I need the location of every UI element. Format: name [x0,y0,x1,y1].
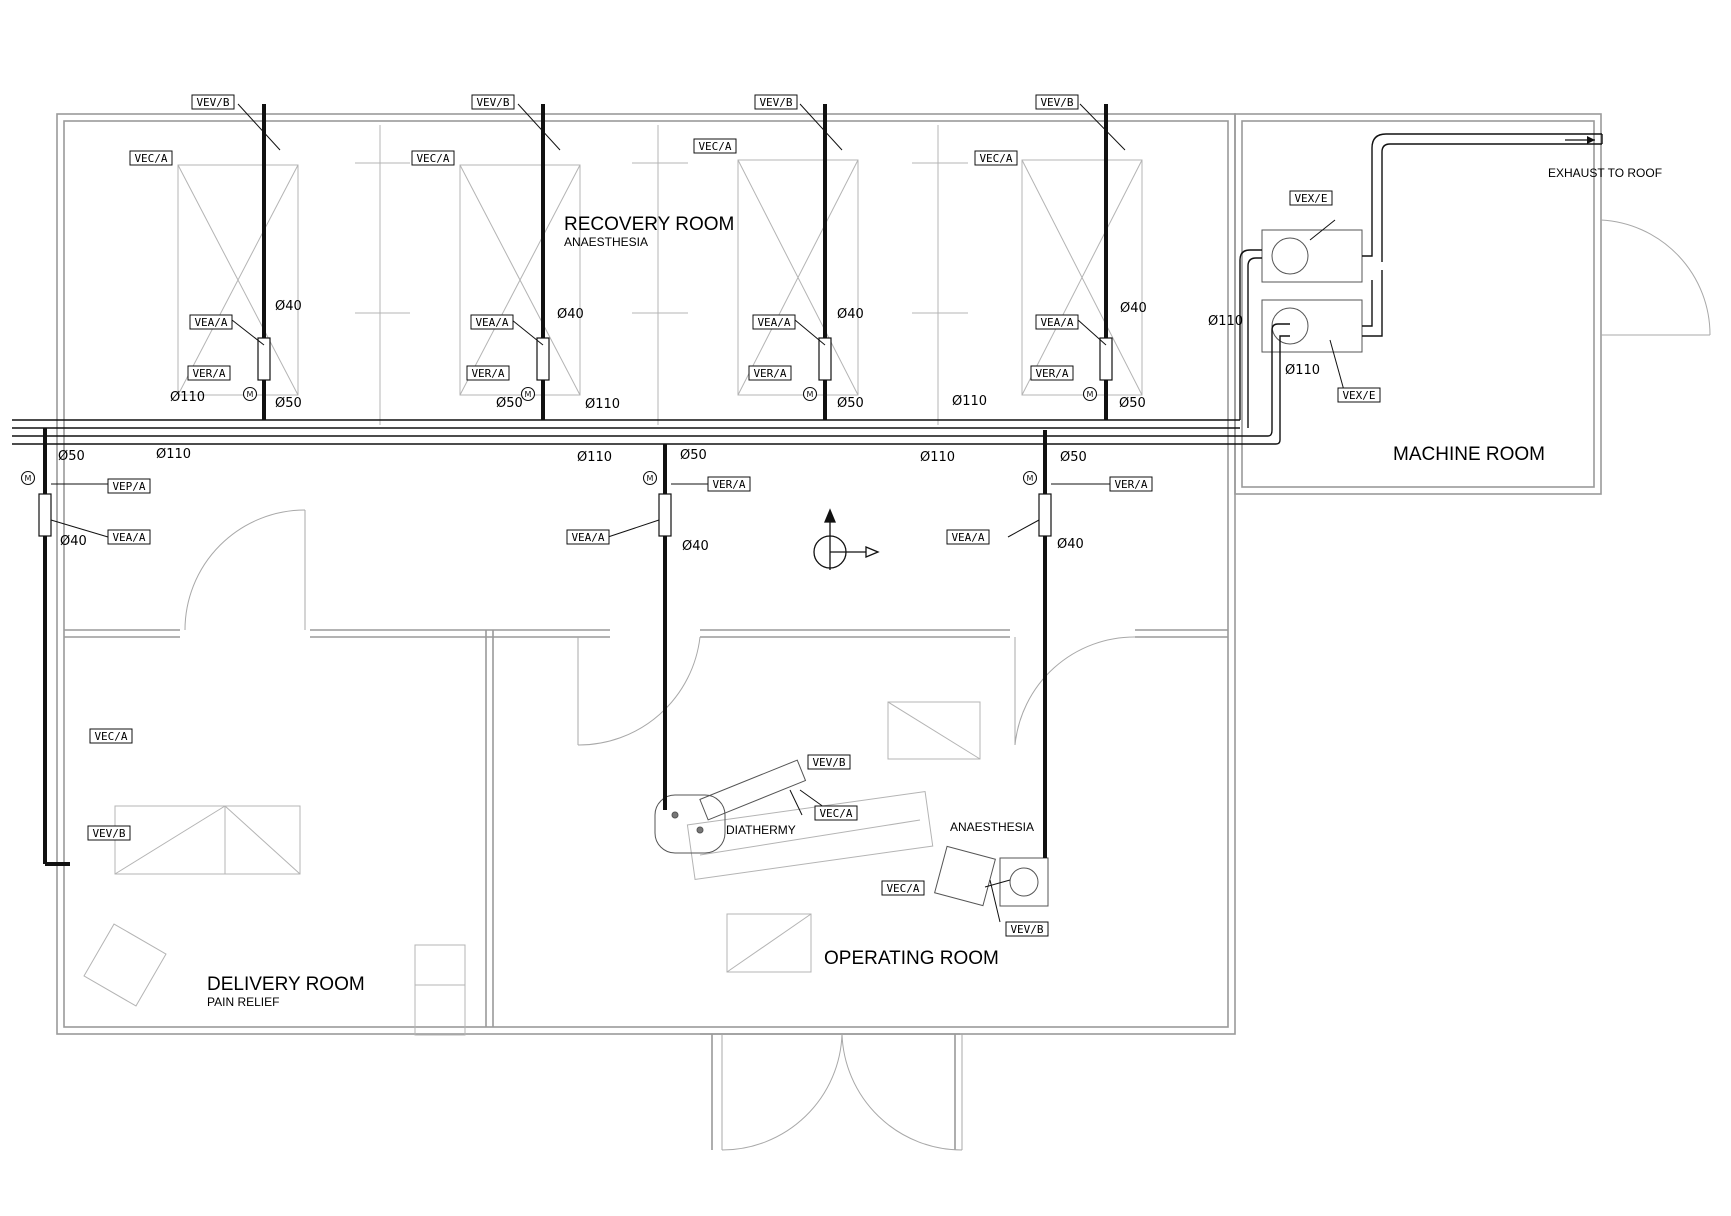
tag-vep-a: VEP/A [112,480,145,493]
tag-vev-b: VEV/B [812,756,845,769]
tag-vec-a: VEC/A [979,152,1012,165]
tag-vec-a: VEC/A [819,807,852,820]
dim-d50: Ø50 [837,396,864,411]
tag-vea-a: VEA/A [571,531,604,544]
dim-d40: Ø40 [1120,301,1147,316]
tag-vev-b: VEV/B [92,827,125,840]
tag-ver-a: VER/A [753,367,786,380]
valves [38,337,1113,537]
dim-d50: Ø50 [1060,450,1087,465]
ductwork [12,133,1603,445]
tag-vea-a: VEA/A [194,316,227,329]
motor-label: M [1087,390,1094,399]
furniture [83,125,1143,1036]
dim-d50: Ø50 [680,448,707,463]
tag-ver-a: VER/A [471,367,504,380]
walls [56,113,1602,1150]
dim-d40: Ø40 [837,307,864,322]
delivery-room-label: DELIVERY ROOM [207,974,365,995]
tag-vev-b: VEV/B [759,96,792,109]
dim-d110: Ø110 [577,450,612,465]
tag-vea-a: VEA/A [112,531,145,544]
tag-vec-a: VEC/A [886,882,919,895]
recovery-room-sublabel: ANAESTHESIA [564,235,648,249]
motor-symbol-labels: M M M M M M M [25,390,1094,483]
equipment-tags [87,94,1381,937]
dim-d110: Ø110 [170,390,205,405]
anaesthesia-label: ANAESTHESIA [950,820,1034,834]
tag-vev-b: VEV/B [476,96,509,109]
tag-vec-a: VEC/A [698,140,731,153]
dim-d50: Ø50 [275,396,302,411]
dim-d50: Ø50 [58,449,85,464]
doors [184,219,1711,1151]
room-labels: RECOVERY ROOM ANAESTHESIA MACHINE ROOM D… [207,166,1662,1009]
equipment-tag-labels: VEV/B VEV/B VEV/B VEV/B VEV/B VEV/B VEV/… [92,96,1375,936]
tag-vec-a: VEC/A [94,730,127,743]
equipment [654,229,1363,907]
motor-symbols [20,386,1098,486]
motor-label: M [647,474,654,483]
dim-d40: Ø40 [275,299,302,314]
tag-vex-e: VEX/E [1294,192,1327,205]
dim-d110: Ø110 [952,394,987,409]
machine-room-label: MACHINE ROOM [1393,444,1545,465]
exhaust-note: EXHAUST TO ROOF [1548,166,1662,180]
tag-vea-a: VEA/A [1040,316,1073,329]
motor-label: M [25,474,32,483]
dim-d40: Ø40 [557,307,584,322]
recovery-room-label: RECOVERY ROOM [564,214,734,235]
dim-d50: Ø50 [1119,396,1146,411]
tag-vea-a: VEA/A [475,316,508,329]
north-arrow [813,508,880,570]
tag-vea-a: VEA/A [951,531,984,544]
tag-vea-a: VEA/A [757,316,790,329]
dim-d40: Ø40 [1057,537,1084,552]
delivery-room-sublabel: PAIN RELIEF [207,995,279,1009]
diathermy-label: DIATHERMY [726,823,796,837]
operating-room-label: OPERATING ROOM [824,948,999,969]
tag-vev-b: VEV/B [1040,96,1073,109]
leader-lines [50,103,1346,923]
tag-vev-b: VEV/B [196,96,229,109]
dimension-labels: Ø40 Ø40 Ø40 Ø40 Ø40 Ø40 Ø40 Ø50 Ø50 Ø50 … [58,299,1320,554]
dim-d50: Ø50 [496,396,523,411]
tag-ver-a: VER/A [192,367,225,380]
motor-label: M [525,390,532,399]
dim-d110: Ø110 [1285,363,1320,378]
tag-vec-a: VEC/A [416,152,449,165]
dim-d110: Ø110 [1208,314,1243,329]
dim-d110: Ø110 [585,397,620,412]
tag-ver-a: VER/A [1035,367,1068,380]
tag-vev-b: VEV/B [1010,923,1043,936]
dim-d40: Ø40 [60,534,87,549]
dim-d40: Ø40 [682,539,709,554]
motor-label: M [1027,474,1034,483]
dim-d110: Ø110 [156,447,191,462]
tag-ver-a: VER/A [712,478,745,491]
motor-label: M [247,390,254,399]
tag-vex-e: VEX/E [1342,389,1375,402]
tag-vec-a: VEC/A [134,152,167,165]
tag-ver-a: VER/A [1114,478,1147,491]
dim-d110: Ø110 [920,450,955,465]
motor-label: M [807,390,814,399]
